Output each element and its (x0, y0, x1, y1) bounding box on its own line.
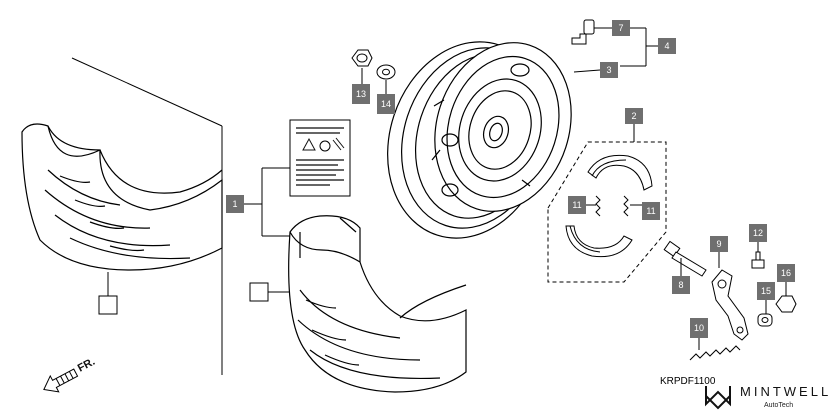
front-direction-label: FR. (76, 356, 97, 375)
callout-2: 2 (625, 108, 643, 124)
callout-12: 12 (749, 224, 767, 242)
callouts: 1 2 3 4 7 8 9 10 (226, 20, 795, 338)
callout-14: 14 (377, 94, 395, 114)
washer-14 (376, 64, 396, 94)
callout-1: 1 (226, 195, 244, 213)
callout-3: 3 (600, 62, 618, 78)
callout-10-label: 10 (694, 323, 704, 333)
callout-8: 8 (672, 276, 690, 294)
brake-springs (586, 195, 642, 217)
callout-16-label: 16 (781, 268, 791, 278)
brake-arm-9 (711, 252, 749, 341)
callout-14-label: 14 (381, 99, 391, 109)
callout-4-leaders (573, 27, 658, 73)
callout-13-label: 13 (356, 89, 366, 99)
instruction-sheet (289, 119, 351, 197)
diagram-code: KRPDF1100 (660, 376, 716, 387)
brake-shoe-lower (565, 225, 633, 258)
blank-callout-box (98, 295, 118, 315)
callout-11b-label: 11 (646, 206, 655, 216)
callout-1-label: 1 (232, 199, 237, 209)
brand-name: MINTWELL (740, 384, 831, 399)
callout-9: 9 (710, 236, 728, 252)
callout-12-label: 12 (753, 228, 763, 238)
front-direction-arrow: FR. (43, 356, 97, 393)
blank-callout-box (249, 282, 269, 302)
callout-15: 15 (757, 282, 775, 300)
callout-16: 16 (777, 264, 795, 282)
callout-8-label: 8 (678, 280, 683, 290)
callout-4: 4 (658, 38, 676, 54)
callout-9-label: 9 (716, 239, 721, 249)
callout-13: 13 (352, 84, 370, 104)
wheel-rim (387, 41, 572, 239)
valve-7 (571, 19, 612, 45)
tire-right (288, 215, 467, 393)
callout-2-label: 2 (631, 111, 636, 121)
brake-shaft-8 (663, 240, 707, 277)
callout-15-label: 15 (761, 286, 771, 296)
callout-11a-label: 11 (572, 200, 581, 210)
callout-11-left: 11 (568, 196, 586, 214)
brand-sub: AutoTech (764, 402, 793, 409)
callout-4-label: 4 (664, 41, 669, 51)
tire-left-leader (98, 272, 118, 315)
nut-13 (351, 49, 373, 84)
callout-10: 10 (690, 318, 708, 338)
tire-right-leader (249, 282, 290, 302)
brake-shoe-upper (587, 154, 653, 191)
collar-15 (757, 300, 773, 327)
callout-11-right: 11 (642, 202, 660, 220)
spring-10 (689, 338, 741, 361)
brand-logo: MINTWELL AutoTech (705, 384, 831, 410)
brake-shoe-box (547, 124, 667, 283)
brand-mark-icon (705, 386, 731, 410)
bolt-12 (751, 242, 765, 269)
callout-7: 7 (612, 20, 630, 36)
callout-7-label: 7 (618, 23, 623, 33)
panel-divider (71, 57, 223, 375)
nut-16 (775, 282, 797, 313)
callout-3-label: 3 (606, 65, 611, 75)
tire-left (21, 123, 223, 271)
